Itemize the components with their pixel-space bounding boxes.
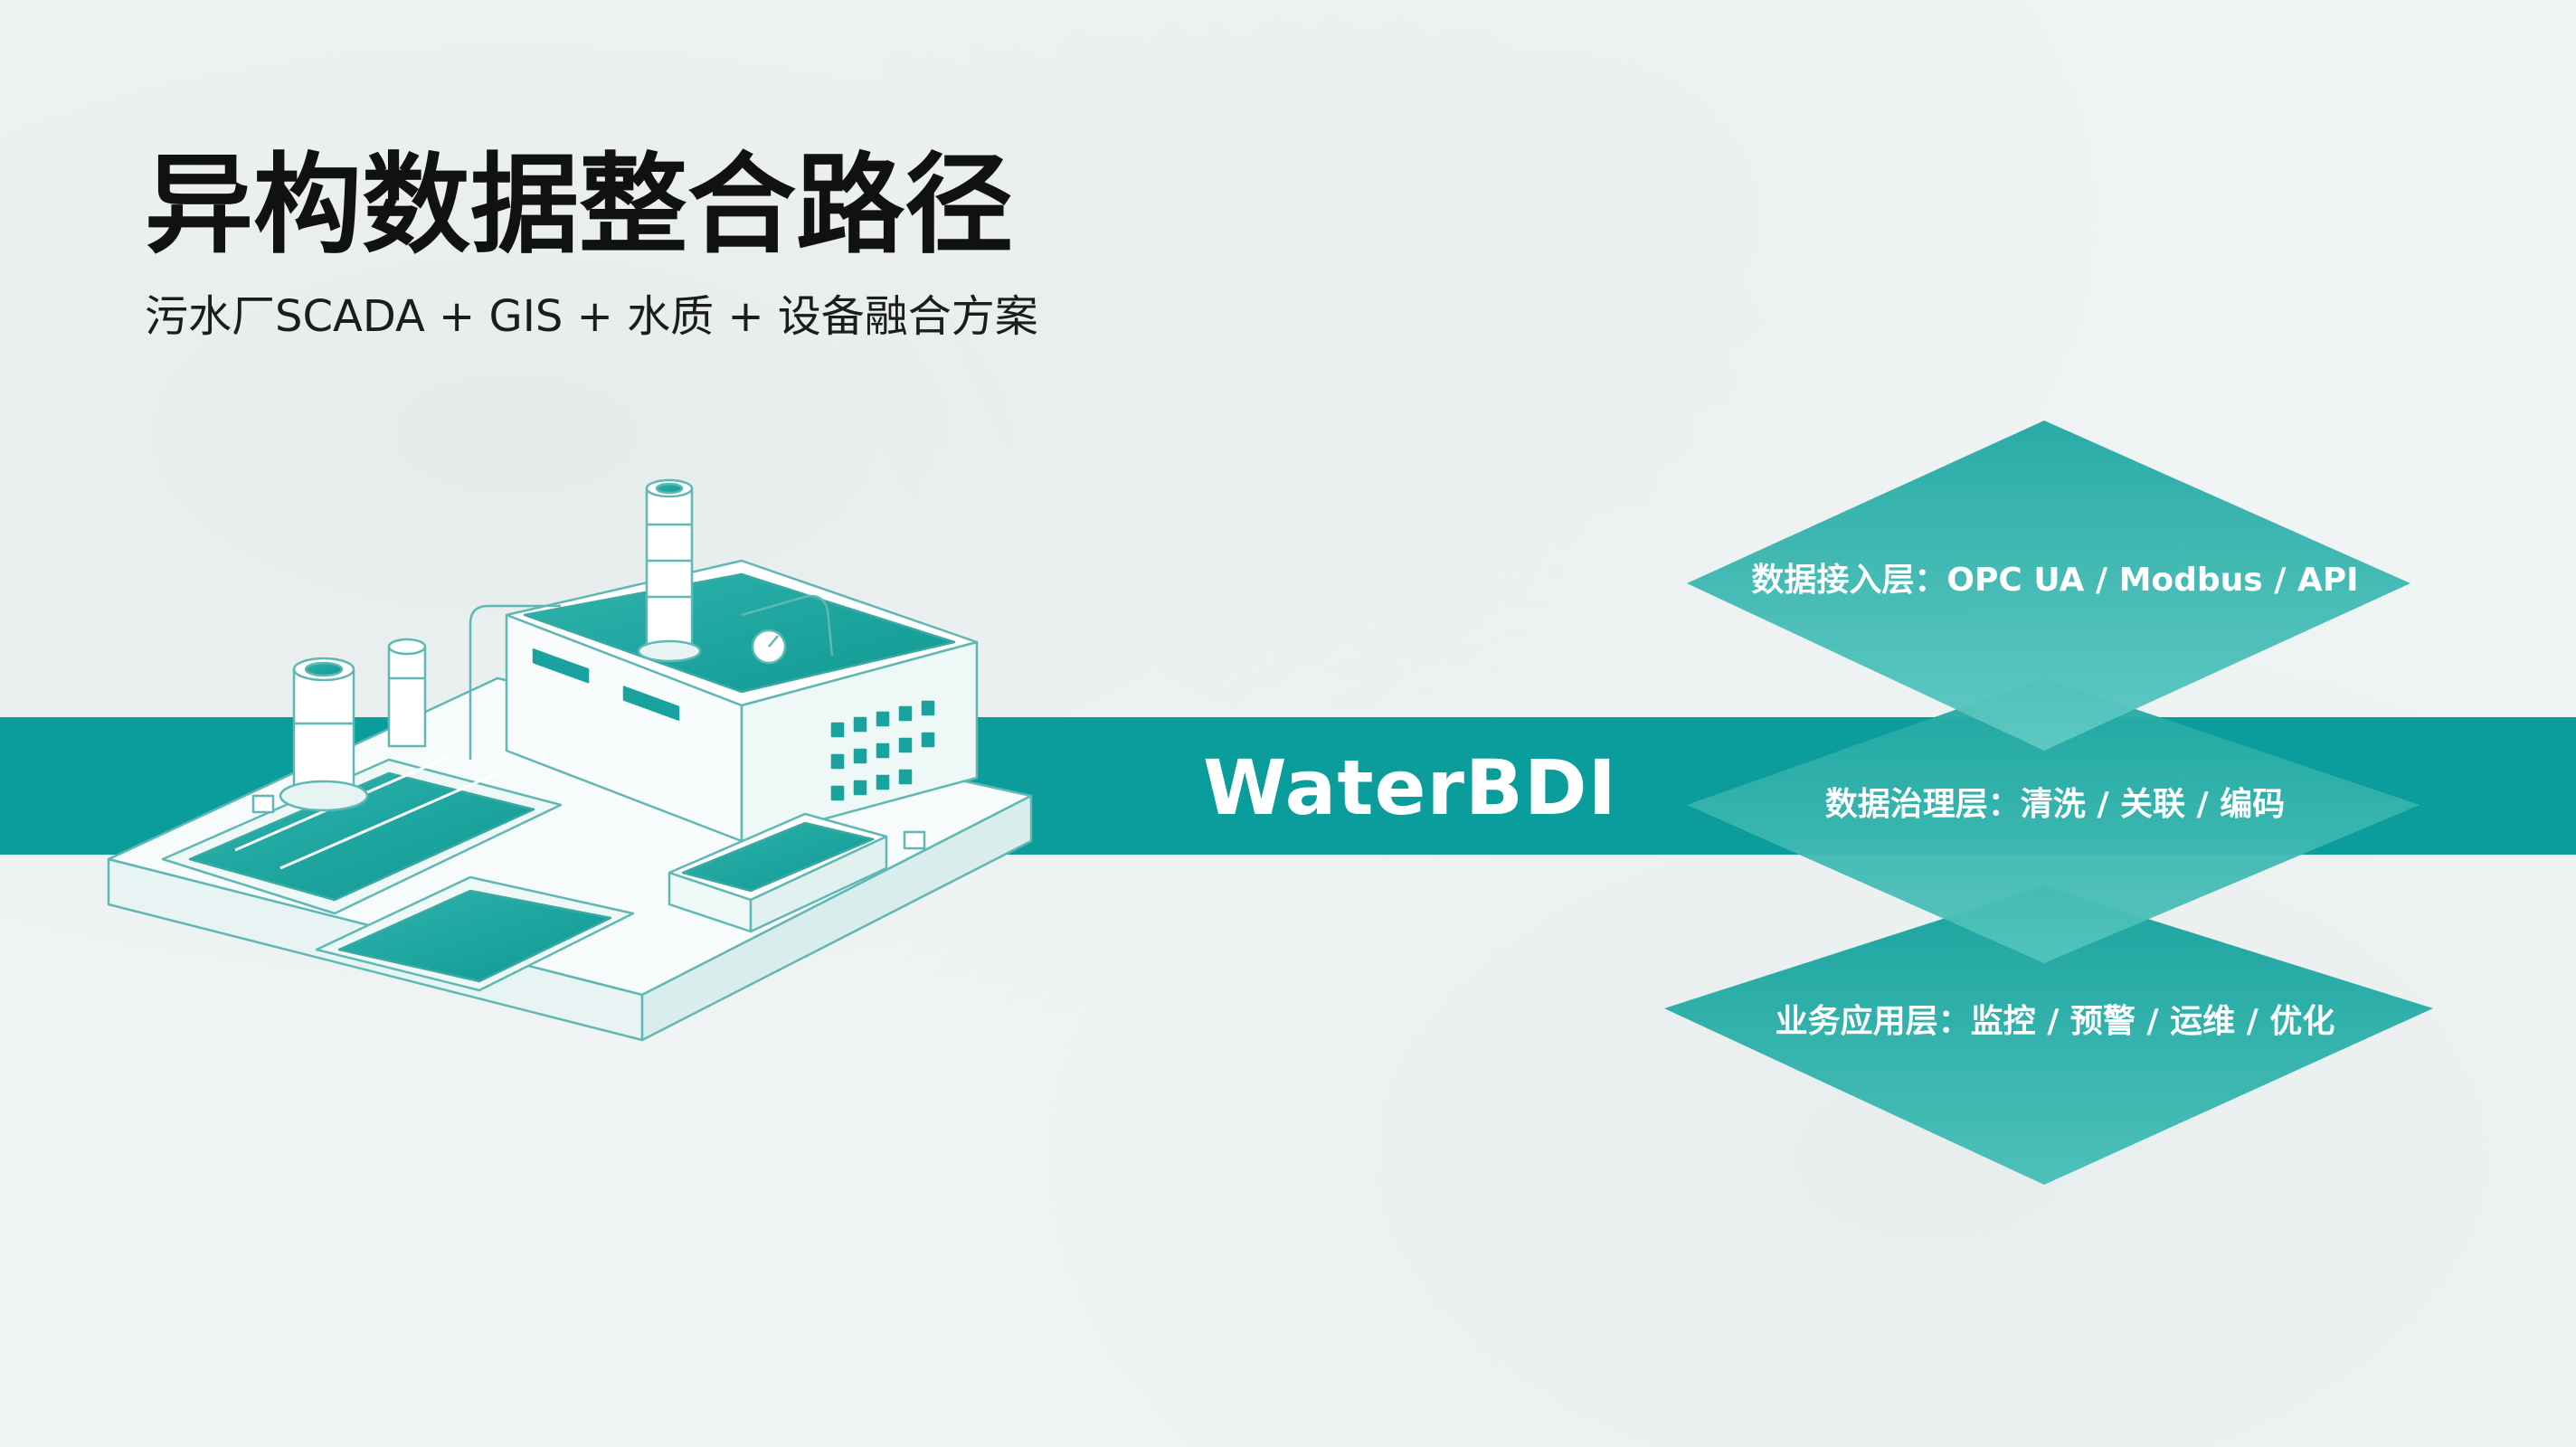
band-label: WaterBDI bbox=[1203, 743, 1617, 832]
layer-label-access: 数据接入层：OPC UA / Modbus / API bbox=[1751, 562, 2359, 599]
layer-label-governance: 数据治理层：清洗 / 关联 / 编码 bbox=[1824, 786, 2286, 823]
wastewater-treatment-plant-icon bbox=[107, 478, 1033, 1042]
layer-diamond-2 bbox=[1687, 678, 2420, 963]
page-subtitle: 污水厂SCADA + GIS + 水质 + 设备融合方案 bbox=[145, 291, 1038, 342]
layer-stack bbox=[1664, 421, 2433, 1185]
page-title: 异构数据整合路径 bbox=[145, 143, 1013, 269]
layer-label-application: 业务应用层：监控 / 预警 / 运维 / 优化 bbox=[1775, 1003, 2335, 1040]
layer-diamond-1 bbox=[1687, 421, 2410, 751]
layer-diamond-3 bbox=[1664, 886, 2433, 1185]
